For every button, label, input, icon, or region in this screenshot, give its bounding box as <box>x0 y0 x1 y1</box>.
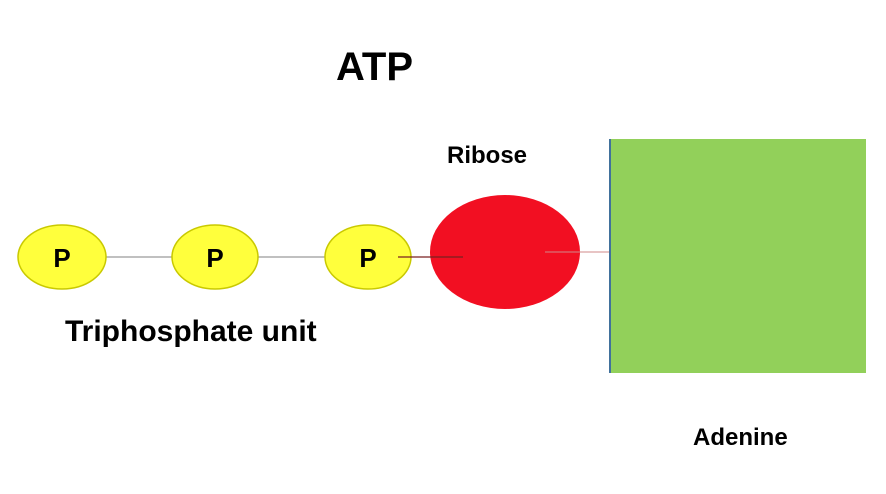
ribose-label: Ribose <box>447 142 528 169</box>
phosphate-label: P <box>206 243 223 273</box>
phosphate-group-1: P <box>17 224 107 290</box>
triphosphate-label: Triphosphate unit <box>65 315 317 348</box>
phosphate-label: P <box>53 243 70 273</box>
phosphate-ellipse <box>171 224 259 290</box>
diagram-title: ATP <box>336 45 414 89</box>
adenine-rect <box>609 139 866 373</box>
ribose-ellipse <box>430 195 580 309</box>
phosphate-label: P <box>359 243 376 273</box>
adenine-label: Adenine <box>693 424 788 451</box>
phosphate-group-2: P <box>171 224 259 290</box>
phosphate-ellipse <box>17 224 107 290</box>
